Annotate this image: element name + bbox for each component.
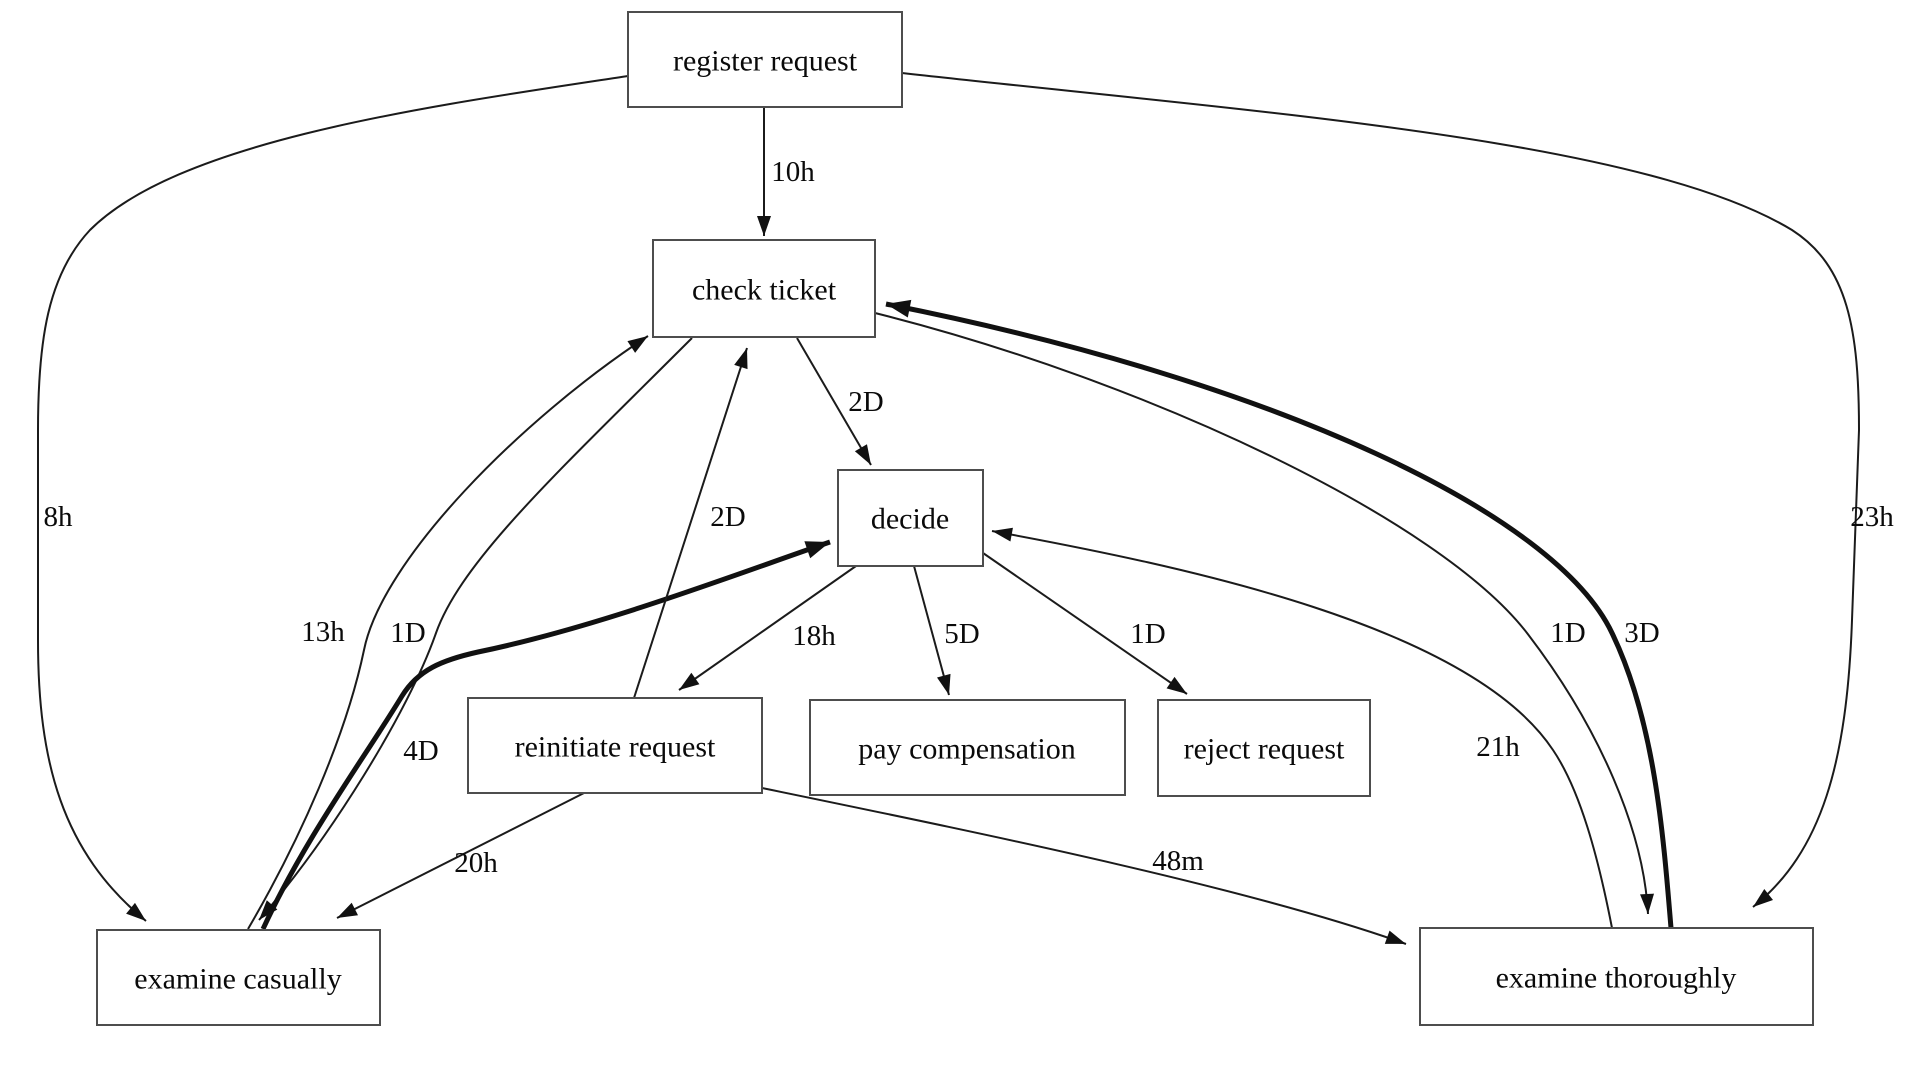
edge-examine-casually-to-decide [260, 539, 831, 931]
node-reject-request-box [1157, 699, 1371, 797]
node-check-ticket-box [652, 239, 876, 338]
node-reject-request-label: reject request [1184, 733, 1345, 766]
edge-label-18h: 18h [792, 620, 836, 652]
node-examine-casually-label: examine casually [134, 963, 341, 996]
edge-decide-to-reinitiate-request [678, 565, 857, 691]
edge-register-request-to-examine-casually [37, 75, 629, 922]
edge-label-8h: 8h [44, 501, 74, 533]
node-register-request-box [627, 11, 903, 108]
edge-label-10h: 10h [771, 156, 815, 188]
edge-label-layer: 10h 8h 23h 2D 1D 13h 1D 3D 21h 4D 18h 5D… [44, 156, 1895, 879]
edge-examine-thoroughly-to-check-ticket [885, 299, 1674, 929]
node-examine-casually: examine casually [96, 929, 381, 1026]
edge-label-3d: 3D [1624, 617, 1659, 649]
node-reinitiate-request-label: reinitiate request [515, 731, 716, 764]
edge-label-1d-check-thoroughly: 1D [1550, 617, 1585, 649]
edge-label-1d-check-casually: 1D [390, 617, 425, 649]
edge-decide-to-pay-compensation [913, 565, 951, 696]
edge-examine-casually-to-check-ticket [247, 335, 649, 930]
node-check-ticket: check ticket [652, 239, 876, 338]
edge-layer [37, 72, 1861, 945]
edge-label-13h: 13h [301, 616, 345, 648]
edge-reinitiate-request-to-examine-casually [336, 792, 585, 919]
node-examine-thoroughly-label: examine thoroughly [1496, 962, 1737, 995]
edge-reinitiate-request-to-examine-thoroughly [761, 787, 1407, 945]
node-register-request-label: register request [673, 45, 858, 78]
node-decide-label: decide [871, 503, 949, 536]
edge-label-1d-decide-reject: 1D [1130, 618, 1165, 650]
edge-reinitiate-request-to-check-ticket [633, 347, 748, 699]
edge-label-23h: 23h [1850, 501, 1894, 533]
node-pay-compensation-box [809, 699, 1126, 796]
edge-examine-thoroughly-to-decide [991, 527, 1613, 929]
edge-label-5d: 5D [944, 618, 979, 650]
edge-check-ticket-to-examine-casually [258, 337, 693, 921]
node-examine-casually-box [96, 929, 381, 1026]
node-layer: register request check ticket decide rei… [96, 11, 1814, 1026]
edge-decide-to-reject-request [982, 552, 1188, 695]
edge-check-ticket-to-examine-thoroughly [874, 312, 1655, 915]
node-decide: decide [837, 469, 984, 567]
edge-label-20h: 20h [454, 847, 498, 879]
node-pay-compensation-label: pay compensation [858, 733, 1075, 766]
node-register-request: register request [627, 11, 903, 108]
edge-check-ticket-to-decide [796, 337, 872, 466]
node-examine-thoroughly: examine thoroughly [1419, 927, 1814, 1026]
edge-label-4d: 4D [403, 735, 438, 767]
node-reinitiate-request: reinitiate request [467, 697, 763, 794]
node-reject-request: reject request [1157, 699, 1371, 797]
edge-register-request-to-examine-thoroughly [901, 72, 1861, 908]
node-check-ticket-label: check ticket [692, 274, 837, 307]
node-pay-compensation: pay compensation [809, 699, 1126, 796]
edge-label-21h: 21h [1476, 731, 1520, 763]
edge-label-48m: 48m [1152, 845, 1204, 877]
node-reinitiate-request-box [467, 697, 763, 794]
edge-label-2d-reinitiate-check: 2D [710, 501, 745, 533]
node-examine-thoroughly-box [1419, 927, 1814, 1026]
edge-label-2d-check-decide: 2D [848, 386, 883, 418]
node-decide-box [837, 469, 984, 567]
